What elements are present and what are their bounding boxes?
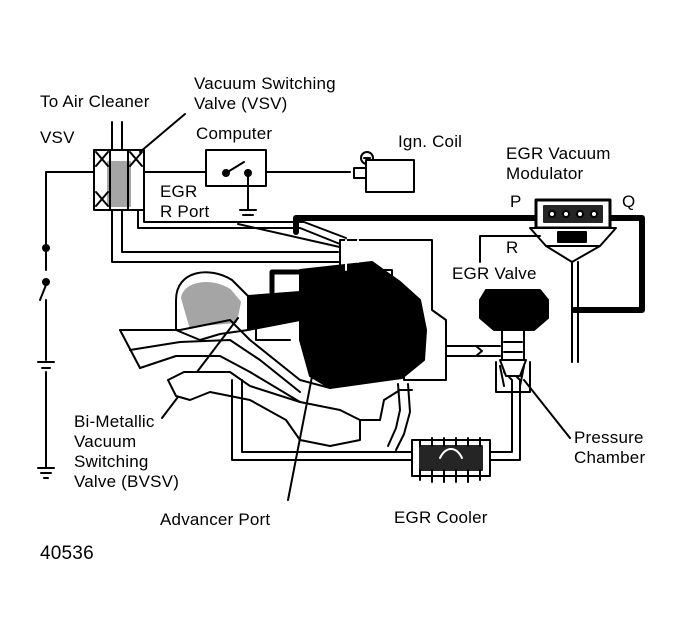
port-q-label: Q <box>622 192 636 211</box>
pressure-chamber-line-2: Chamber <box>574 448 646 467</box>
egr-vacuum-modulator <box>479 198 617 363</box>
to-air-cleaner-label: To Air Cleaner <box>40 92 150 111</box>
modulator-vacuum-line <box>293 215 645 313</box>
bvsv-line-3: Switching <box>74 452 149 471</box>
engine-block-lower <box>167 371 413 451</box>
computer-unit <box>143 149 351 216</box>
throttle-body <box>119 269 331 403</box>
egr-pipe <box>231 369 521 461</box>
egr-vacuum-modulator-line-2: Modulator <box>506 164 584 183</box>
pressure-chamber-leader <box>523 379 571 439</box>
vsv-leader <box>139 113 186 153</box>
egr-valve-label: EGR Valve <box>452 264 537 283</box>
bvsv-line-2: Vacuum <box>74 432 137 451</box>
advancer-port-label: Advancer Port <box>160 510 271 529</box>
ignition-coil <box>353 151 415 193</box>
egr-vacuum-modulator-line-1: EGR Vacuum <box>506 144 611 163</box>
egr-valve <box>479 289 549 393</box>
vsv-title-line-2: Valve (VSV) <box>194 94 288 113</box>
advancer-arrow <box>325 281 337 301</box>
vsv-label: VSV <box>40 128 75 147</box>
advancer-port-leader <box>287 283 331 501</box>
egr-to-intake-passage <box>445 345 501 357</box>
figure-code: 40536 <box>40 543 94 564</box>
port-p-label: P <box>510 192 522 211</box>
vsv-body <box>93 149 145 211</box>
port-r-label: R <box>506 238 519 257</box>
bvsv-leader <box>161 317 239 419</box>
egr-cooler <box>411 437 491 483</box>
egr-r-port-line-1: EGR <box>160 182 198 201</box>
egr-r-port-line-2: R Port <box>160 202 210 221</box>
ign-coil-label: Ign. Coil <box>398 132 463 151</box>
egr-cooler-label: EGR Cooler <box>394 508 488 527</box>
bvsv-line-1: Bi-Metallic <box>74 412 155 431</box>
vsv-electrical-circuit <box>37 171 95 479</box>
egr-r-port-leader <box>237 223 345 249</box>
air-cleaner-hose <box>111 121 123 151</box>
bvsv-line-4: Valve (BVSV) <box>74 472 180 491</box>
computer-label: Computer <box>196 124 273 143</box>
pressure-chamber-line-1: Pressure <box>574 428 644 447</box>
vsv-title-line-1: Vacuum Switching <box>194 74 336 93</box>
vsv-to-egr-r-port-hose <box>111 209 353 263</box>
